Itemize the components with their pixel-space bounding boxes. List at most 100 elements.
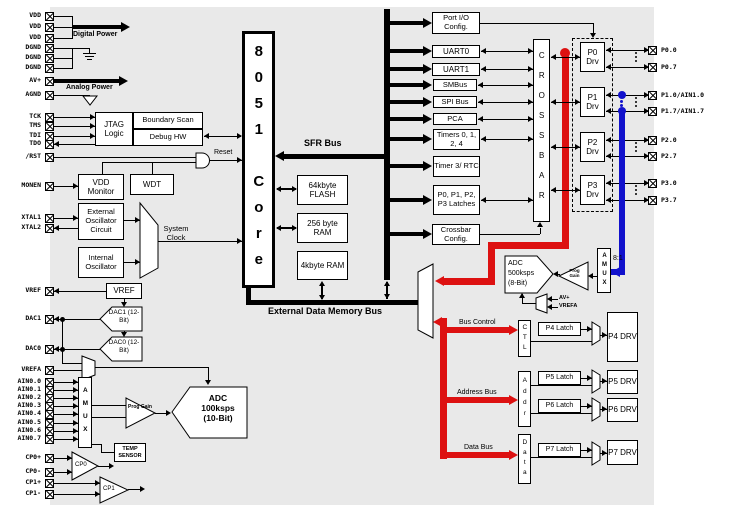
wire [423,229,432,239]
wire [52,58,72,59]
wire [478,99,483,105]
pin-symbol [648,152,657,161]
wire [102,162,103,175]
wire [319,281,325,286]
wire [52,370,82,371]
wire [52,494,100,495]
wire [384,281,390,286]
uart0-box: UART0 [432,45,480,58]
pin-label: TCK [29,112,41,120]
spi-bus-box: SPI Bus [433,96,477,108]
pin-symbol [45,287,54,296]
wire [52,291,106,292]
wire [119,76,128,86]
adc1-label: ADC 500ksps (8-Bit) [508,260,535,288]
wire [593,23,594,36]
wire [95,480,100,486]
wire [606,153,611,159]
wire [73,420,78,426]
debug-hw-box: Debug HW [133,129,203,146]
p4-latch-box: P4 Latch [538,322,581,336]
av-plus-label: AV+ [559,295,570,301]
wire [606,156,649,157]
wire [54,288,59,294]
wire [447,397,511,403]
wire [618,91,626,99]
pin-symbol [648,107,657,116]
wire [588,273,593,279]
pin-label: DGND [25,63,41,71]
wire [606,111,649,112]
wire [135,259,140,265]
wire [606,64,611,70]
wire [551,190,580,191]
pin-symbol [45,77,54,86]
wire [509,450,518,460]
internal-oscillator-box: Internal Oscillator [78,247,124,278]
p2-drv-box: P2 Drv [580,132,605,162]
wire [551,57,580,58]
wire [606,183,649,184]
wire [210,160,242,161]
pin-symbol [648,136,657,145]
wire [635,105,637,107]
p6-latch-box: P6 Latch [538,399,581,413]
pin-label: AIN0.0 [17,377,41,385]
wire [423,18,432,28]
wire [390,164,427,168]
pin-symbol [45,214,54,223]
pin-label: AIN0.3 [17,401,41,409]
port-latches-box: P0, P1, P2, P3 Latches [433,185,480,215]
wire [246,288,251,301]
wire [635,193,637,195]
wire [481,136,486,142]
wire [551,144,556,150]
wire [481,69,533,70]
wire [602,332,607,338]
wire [52,68,72,69]
wire [52,382,78,383]
pin-label: P3.0 [661,179,677,187]
wire [83,53,96,54]
wire [73,403,78,409]
wire [575,99,580,105]
core-8051-box: 8051 Core [242,31,275,288]
wire [644,180,649,186]
wire [72,48,89,49]
uart1-box: UART1 [432,63,480,76]
pin-symbol [45,153,54,162]
wire [52,483,100,484]
wire [635,52,637,54]
wire [509,395,518,405]
wire [481,51,533,52]
wire [73,428,78,434]
pin-symbol [45,366,54,375]
p6-drv-box: P6 DRV [607,398,638,422]
wire [606,140,649,141]
wire [124,220,140,221]
wire [390,49,427,53]
pin-symbol [45,122,54,131]
analog-power-label: Analog Power [66,84,113,91]
wire [553,271,558,277]
vrefa-label: VREFA [559,303,578,309]
wire [519,293,525,298]
pin-symbol [45,345,54,354]
wire [480,234,540,235]
wire [635,146,637,148]
wire [606,137,611,143]
wire [540,228,541,234]
pin-label: AGND [25,90,41,98]
flash-box: 64kbyte FLASH [297,175,348,205]
wire [581,450,592,451]
wire [390,137,427,141]
pin-label: AIN0.1 [17,385,41,393]
wire [531,385,592,386]
wire [528,197,533,203]
wire [531,341,592,342]
pin-symbol [45,410,54,419]
wire [528,136,533,142]
reset-label: Reset [214,149,233,156]
wire [54,346,59,352]
